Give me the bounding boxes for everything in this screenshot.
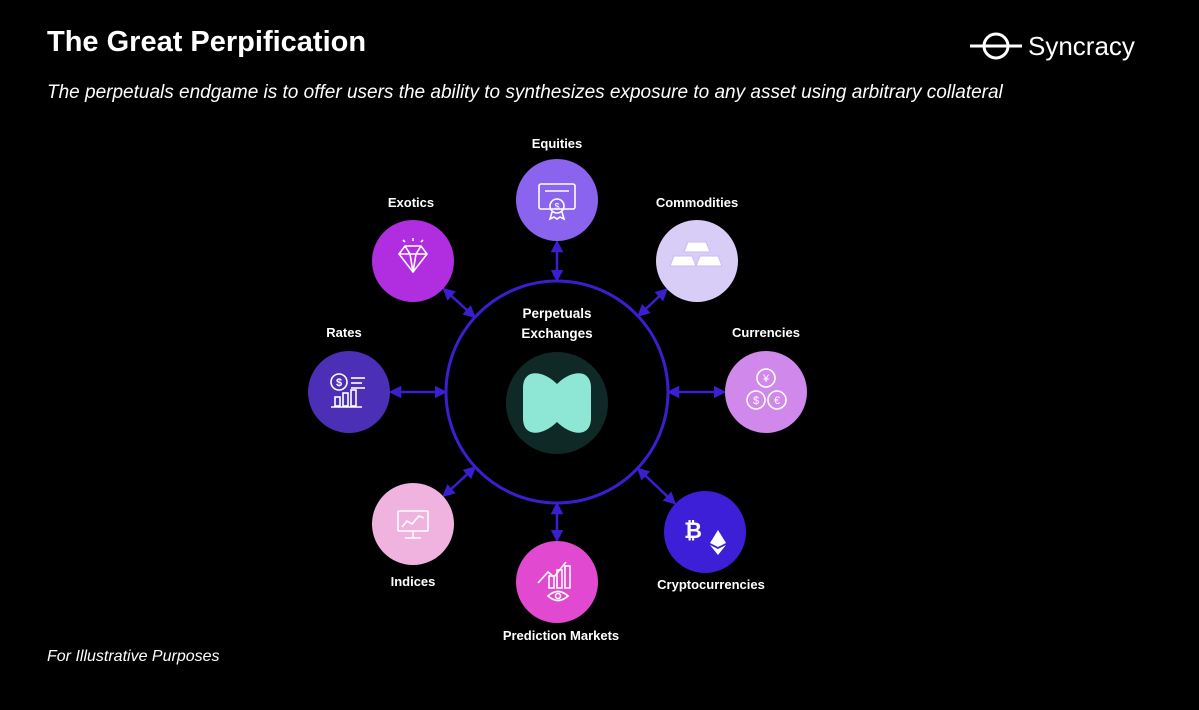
node-prediction-markets: Prediction Markets xyxy=(503,541,619,643)
node-indices: Indices xyxy=(372,483,454,589)
svg-text:€: € xyxy=(774,395,780,407)
connector-arrow-cryptocurrencies xyxy=(636,467,677,505)
node-equities: $ Equities xyxy=(516,136,598,241)
dollar-bars-icon xyxy=(330,373,365,408)
connector-arrow-commodities xyxy=(637,288,668,318)
node-label: Currencies xyxy=(732,325,800,340)
node-commodities: Commodities xyxy=(656,195,738,302)
gold-bars-icon xyxy=(669,241,723,267)
svg-text:$: $ xyxy=(753,395,759,407)
currency-symbols-icon: ¥ $ € xyxy=(753,373,780,407)
svg-text:$: $ xyxy=(554,202,559,212)
hub-exchange-logo-icon xyxy=(523,373,591,433)
syncracy-logo-icon xyxy=(970,32,1022,60)
connector-arrow-exotics xyxy=(442,287,476,319)
connector-arrow-indices xyxy=(442,466,477,498)
page-title: The Great Perpification xyxy=(47,26,367,58)
monitor-chart-icon xyxy=(397,510,429,539)
node-cryptocurrencies: ₿ Cryptocurrencies xyxy=(657,491,765,592)
node-rates: $ Rates xyxy=(308,325,390,433)
node-circle xyxy=(516,159,598,241)
illustrative-footnote: For Illustrative Purposes xyxy=(47,648,220,665)
node-label: Rates xyxy=(326,325,361,340)
bitcoin-icon: ₿ xyxy=(684,518,702,543)
ethereum-icon xyxy=(710,530,726,555)
node-label: Commodities xyxy=(656,195,738,210)
node-label: Equities xyxy=(532,136,583,151)
brand-name: Syncracy xyxy=(1028,30,1135,61)
node-exotics: Exotics xyxy=(372,195,454,302)
node-circle xyxy=(664,491,746,573)
node-label: Prediction Markets xyxy=(503,628,619,643)
page-subtitle: The perpetuals endgame is to offer users… xyxy=(47,82,1003,103)
hub-label-line2: Exchanges xyxy=(521,326,592,341)
chart-eye-icon xyxy=(537,561,571,602)
coins-icon xyxy=(746,368,787,410)
node-circle xyxy=(656,220,738,302)
node-circle xyxy=(308,351,390,433)
svg-text:¥: ¥ xyxy=(762,373,770,385)
node-currencies: ¥ $ € Currencies xyxy=(725,325,807,433)
node-label: Indices xyxy=(391,574,436,589)
node-label: Cryptocurrencies xyxy=(657,577,765,592)
hub-ring xyxy=(444,279,670,505)
diamond-icon xyxy=(397,238,429,274)
certificate-icon: $ xyxy=(538,183,576,221)
dollar-sign-icon: $ xyxy=(336,377,342,389)
node-circle xyxy=(372,220,454,302)
hub-label-line1: Perpetuals xyxy=(522,306,591,321)
brand-logo: Syncracy xyxy=(968,28,1135,64)
node-circle xyxy=(725,351,807,433)
node-label: Exotics xyxy=(388,195,434,210)
